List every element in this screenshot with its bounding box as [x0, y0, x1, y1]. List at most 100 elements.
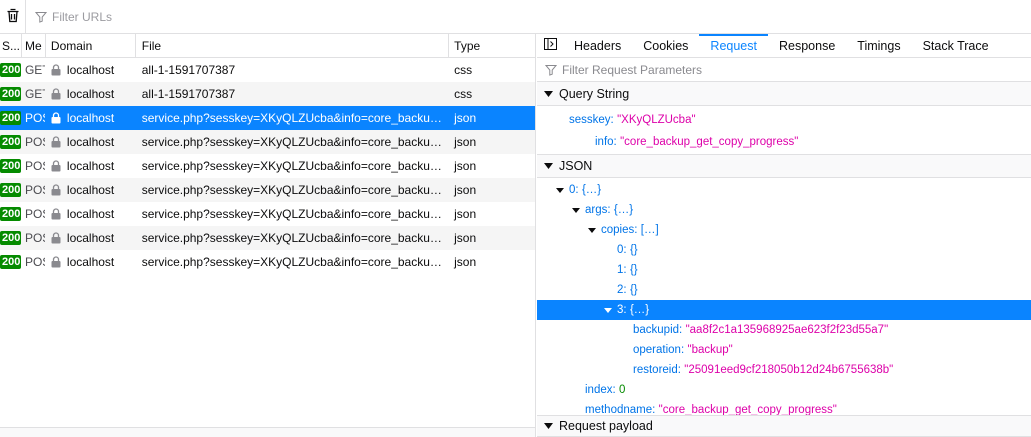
domain-cell: localhost	[46, 106, 136, 130]
lock-icon	[51, 184, 63, 197]
chevron-down-icon	[571, 205, 581, 215]
param-filter-input[interactable]	[562, 62, 962, 77]
request-row[interactable]: 200POSTlocalhostservice.php?sesskey=XKyQ…	[0, 226, 535, 250]
file-cell: service.php?sesskey=XKyQLZUcba&info=core…	[141, 111, 448, 125]
file-cell: all-1-1591707387	[141, 87, 236, 101]
domain-cell: localhost	[46, 130, 136, 154]
request-list-header: S... Me Domain File Type	[0, 34, 535, 58]
method-cell: GET	[24, 87, 45, 101]
tree-node-methodname[interactable]: methodname: "core_backup_get_copy_progre…	[585, 404, 837, 416]
tree-node-backupid[interactable]: backupid: "aa8f2c1a135968925ae623f2f23d5…	[633, 324, 889, 336]
query-string-header[interactable]: Query String	[537, 82, 1031, 106]
file-cell: service.php?sesskey=XKyQLZUcba&info=core…	[141, 231, 448, 245]
query-param-row[interactable]: info: "core_backup_get_copy_progress"	[595, 136, 799, 148]
domain-text: localhost	[66, 183, 115, 197]
request-row[interactable]: 200POSTlocalhostservice.php?sesskey=XKyQ…	[0, 202, 535, 226]
domain-text: localhost	[66, 63, 115, 77]
type-cell: css	[454, 63, 473, 77]
tab-response[interactable]: Response	[778, 39, 836, 53]
toolbar	[0, 0, 1031, 34]
tree-node-operation[interactable]: operation: "backup"	[633, 344, 733, 356]
query-params: sesskey: "XKyQLZUcba" info: "core_backup…	[537, 106, 1031, 154]
column-method[interactable]: Me	[22, 34, 46, 58]
status-badge: 200	[0, 231, 21, 245]
domain-cell: localhost	[46, 250, 136, 274]
status-badge: 200	[0, 183, 21, 197]
tree-node-index[interactable]: index: 0	[585, 384, 626, 396]
file-cell: service.php?sesskey=XKyQLZUcba&info=core…	[141, 183, 448, 197]
query-param-row[interactable]: sesskey: "XKyQLZUcba"	[569, 114, 696, 126]
tab-headers[interactable]: Headers	[574, 39, 622, 53]
method-cell: POST	[24, 135, 45, 149]
request-row[interactable]: 200POSTlocalhostservice.php?sesskey=XKyQ…	[0, 154, 535, 178]
lock-icon	[51, 88, 63, 101]
request-row[interactable]: 200POSTlocalhostservice.php?sesskey=XKyQ…	[0, 178, 535, 202]
chevron-down-icon	[543, 89, 553, 99]
section-title: Request payload	[559, 419, 653, 433]
tree-node-copy-2[interactable]: 2: {}	[617, 284, 638, 296]
method-cell: POST	[24, 111, 45, 125]
chevron-down-icon	[587, 225, 597, 235]
status-cell: 200	[0, 178, 22, 202]
lock-icon	[51, 112, 63, 125]
method-cell: POST	[24, 207, 45, 221]
json-header[interactable]: JSON	[537, 154, 1031, 178]
tab-cookies[interactable]: Cookies	[643, 39, 689, 53]
domain-text: localhost	[66, 159, 115, 173]
type-cell: json	[454, 207, 477, 221]
section-title: JSON	[559, 159, 593, 173]
clear-button[interactable]	[0, 0, 26, 34]
lock-icon	[51, 232, 63, 245]
type-cell: json	[454, 255, 477, 269]
domain-cell: localhost	[46, 58, 136, 82]
request-row[interactable]: 200POSTlocalhost service.php?sesskey=XKyQ…	[0, 106, 535, 130]
trash-icon	[6, 8, 20, 26]
lock-icon	[51, 160, 63, 173]
column-type[interactable]: Type	[454, 39, 481, 53]
url-filter	[26, 0, 452, 34]
tab-stack-trace[interactable]: Stack Trace	[922, 39, 989, 53]
lock-icon	[51, 136, 63, 149]
summary-bar	[0, 427, 535, 437]
domain-text: localhost	[66, 135, 115, 149]
tree-node-copy-0[interactable]: 0: {}	[617, 244, 638, 256]
tab-request[interactable]: Request	[699, 34, 768, 57]
status-cell: 200	[0, 58, 22, 82]
domain-text: localhost	[66, 231, 115, 245]
request-row[interactable]: 200POSTlocalhostservice.php?sesskey=XKyQ…	[0, 250, 535, 274]
section-title: Query String	[559, 86, 630, 101]
url-filter-input[interactable]	[52, 9, 452, 24]
status-badge: 200	[0, 87, 21, 101]
request-row[interactable]: 200POSTlocalhostservice.php?sesskey=XKyQ…	[0, 130, 535, 154]
tree-node-args[interactable]: args: {…}	[537, 200, 1031, 220]
tree-node-copy-3[interactable]: 3: {…}	[537, 300, 1031, 320]
domain-cell: localhost	[46, 202, 136, 226]
lock-icon	[51, 208, 63, 221]
status-badge: 200	[0, 159, 21, 173]
type-cell: json	[454, 111, 477, 125]
tab-timings[interactable]: Timings	[857, 39, 901, 53]
status-cell: 200	[0, 226, 22, 250]
status-badge: 200	[0, 207, 21, 221]
type-cell: json	[454, 159, 477, 173]
status-badge: 200	[0, 111, 21, 125]
tree-node-copy-1[interactable]: 1: {}	[617, 264, 638, 276]
file-cell: service.php?sesskey=XKyQLZUcba&info=core…	[141, 159, 448, 173]
status-cell: 200	[0, 250, 22, 274]
file-cell: service.php?sesskey=XKyQLZUcba&info=core…	[141, 135, 448, 149]
request-payload-header[interactable]: Request payload	[537, 415, 1031, 437]
status-cell: 200	[0, 202, 22, 226]
chevron-down-icon	[603, 305, 613, 315]
column-file[interactable]: File	[136, 34, 450, 58]
column-status[interactable]: S...	[0, 34, 22, 58]
chevron-down-icon	[543, 161, 553, 171]
column-domain[interactable]: Domain	[46, 34, 136, 58]
domain-text: localhost	[66, 255, 115, 269]
tree-node-root[interactable]: 0: {…}	[537, 180, 1031, 200]
tree-node-copies[interactable]: copies: […]	[537, 220, 1031, 240]
toggle-panel-button[interactable]	[537, 34, 563, 57]
tree-node-restoreid[interactable]: restoreid: "25091eed9cf218050b12d24b6755…	[633, 364, 894, 376]
status-cell: 200	[0, 106, 22, 130]
